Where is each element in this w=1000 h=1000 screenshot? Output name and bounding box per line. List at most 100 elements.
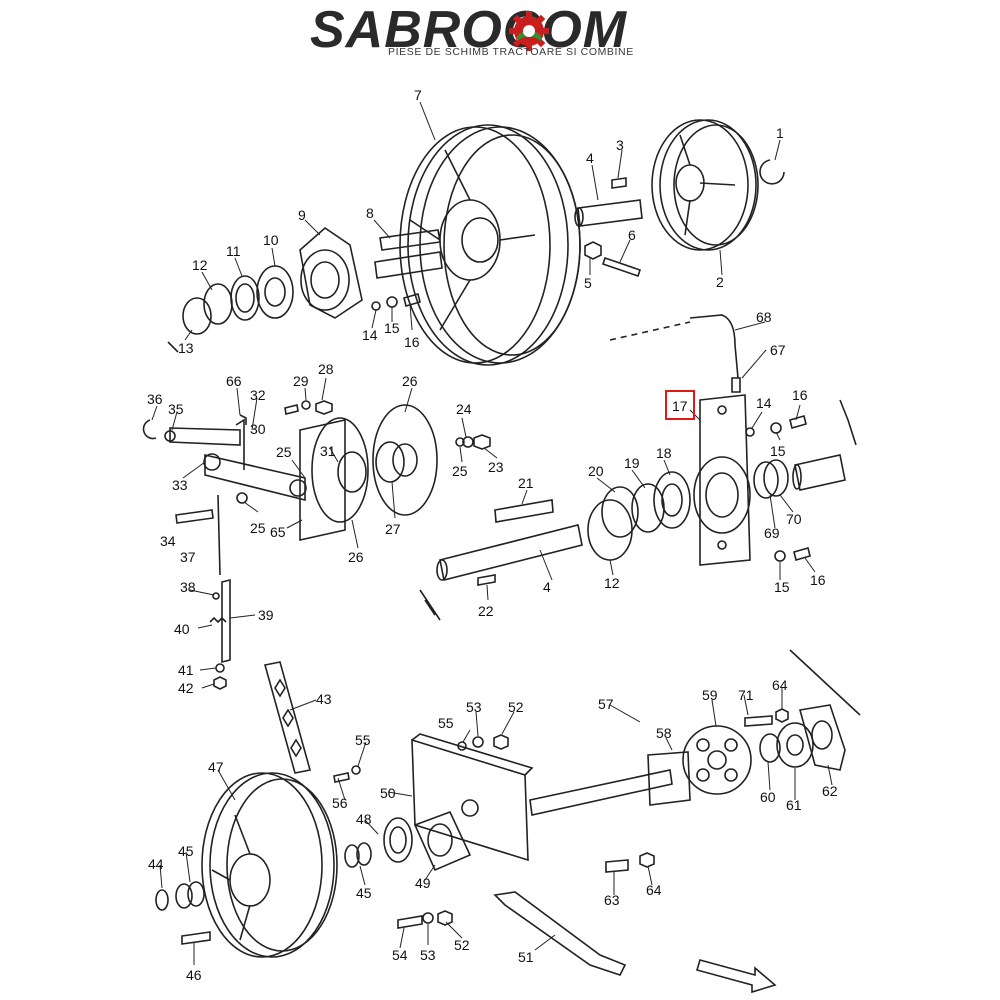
ring-45b <box>344 844 360 868</box>
part-label-3: 3 <box>616 137 624 153</box>
bolt-16 <box>403 293 421 307</box>
part-label-45b: 45 <box>356 885 372 901</box>
circlip-44 <box>155 889 169 911</box>
bushing-60 <box>759 733 781 763</box>
plate-31 <box>311 417 369 523</box>
part-label-4b: 4 <box>543 579 551 595</box>
part-label-35: 35 <box>168 401 184 417</box>
key-21 <box>494 499 554 523</box>
part-label-63: 63 <box>604 892 620 908</box>
part-label-64b: 64 <box>772 677 788 693</box>
nut-5 <box>584 241 602 260</box>
part-label-19: 19 <box>624 455 640 471</box>
part-label-15a: 15 <box>384 320 400 336</box>
direction-arrow <box>695 959 777 994</box>
part-label-59: 59 <box>702 687 718 703</box>
circlip-12b <box>587 499 633 561</box>
part-label-62: 62 <box>822 783 838 799</box>
washer-29 <box>301 400 311 410</box>
part-label-52a: 52 <box>508 699 524 715</box>
part-label-57: 57 <box>598 696 614 712</box>
part-label-16a: 16 <box>404 334 420 350</box>
large-pulley-7 <box>399 124 581 366</box>
part-label-15b: 15 <box>770 443 786 459</box>
part-label-34: 34 <box>160 533 176 549</box>
part-label-51: 51 <box>518 949 534 965</box>
frame-50 <box>411 733 534 862</box>
part-label-39: 39 <box>258 607 274 623</box>
key-46 <box>181 931 211 945</box>
bolt-6 <box>601 256 642 278</box>
part-label-10: 10 <box>263 232 279 248</box>
washer-35 <box>164 430 176 442</box>
part-label-12a: 12 <box>192 257 208 273</box>
bearing-18 <box>653 471 691 529</box>
shaft-4-top <box>574 199 643 227</box>
part-label-24: 24 <box>456 401 472 417</box>
washer-53a <box>472 736 484 748</box>
circlip-12 <box>203 283 233 325</box>
part-label-33: 33 <box>172 477 188 493</box>
part-label-17: 17 <box>672 398 688 414</box>
clip-38 <box>212 592 220 600</box>
coupling-59 <box>682 725 752 795</box>
bearing-10 <box>256 265 294 319</box>
bolt-30 <box>284 404 299 415</box>
washer-15c <box>774 550 786 562</box>
part-label-13: 13 <box>178 340 194 356</box>
part-label-61: 61 <box>786 797 802 813</box>
part-label-6: 6 <box>628 227 636 243</box>
circlip-1 <box>759 159 785 185</box>
part-label-15c: 15 <box>774 579 790 595</box>
part-label-49: 49 <box>415 875 431 891</box>
ring-45a <box>175 883 193 909</box>
part-label-40: 40 <box>174 621 190 637</box>
part-label-43: 43 <box>316 691 332 707</box>
part-label-12b: 12 <box>604 575 620 591</box>
part-label-71: 71 <box>738 687 754 703</box>
washer-55a <box>457 741 467 751</box>
nut-64a <box>775 708 789 723</box>
yoke-62 <box>798 704 846 771</box>
nut-28 <box>315 400 333 415</box>
part-label-60: 60 <box>760 789 776 805</box>
part-label-46: 46 <box>186 967 202 983</box>
leader-lines <box>151 101 833 965</box>
part-label-4a: 4 <box>586 150 594 166</box>
spring-40 <box>209 616 227 624</box>
part-label-64a: 64 <box>646 882 662 898</box>
highlight-box-part-17 <box>665 390 695 420</box>
washer-55b <box>351 765 361 775</box>
part-label-31: 31 <box>320 443 336 459</box>
part-label-48: 48 <box>356 811 372 827</box>
part-label-2: 2 <box>716 274 724 290</box>
part-label-42: 42 <box>178 680 194 696</box>
part-label-55b: 55 <box>355 732 371 748</box>
ring-20 <box>601 486 639 538</box>
washer-41 <box>215 663 225 673</box>
hose-68 <box>689 314 739 379</box>
part-label-9: 9 <box>298 207 306 223</box>
part-label-55a: 55 <box>438 715 454 731</box>
part-label-38: 38 <box>180 579 196 595</box>
bearing-27 <box>375 441 405 483</box>
bearing-housing-9 <box>299 226 363 319</box>
nut-42 <box>213 676 227 690</box>
part-label-16c: 16 <box>810 572 826 588</box>
washer-15 <box>386 296 398 308</box>
gear-icon <box>509 11 549 51</box>
part-label-69: 69 <box>764 525 780 541</box>
strip-43 <box>263 661 312 774</box>
pin-66 <box>239 414 247 425</box>
part-label-53b: 53 <box>420 947 436 963</box>
part-label-54: 54 <box>392 947 408 963</box>
ring-19 <box>631 483 665 533</box>
lever-assembly-32 <box>169 418 307 502</box>
bolt-16c <box>793 547 811 561</box>
part-label-44: 44 <box>148 856 164 872</box>
clip-36 <box>142 419 157 440</box>
bolt-54 <box>397 915 423 929</box>
part-label-41: 41 <box>178 662 194 678</box>
